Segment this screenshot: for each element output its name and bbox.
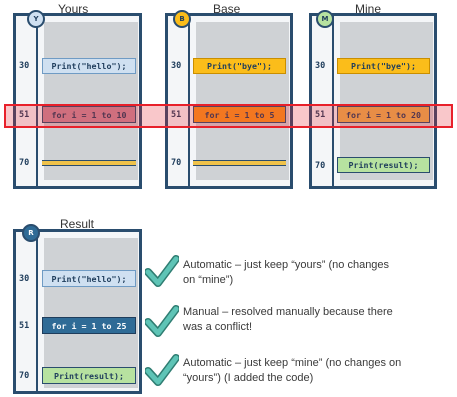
mine-line-30-code: Print("bye"); bbox=[337, 58, 430, 74]
base-line-51-code: for i = 1 to 5 bbox=[193, 106, 286, 123]
check-icon bbox=[145, 354, 179, 386]
mine-line-70-code: Print(result); bbox=[337, 157, 430, 173]
result-line-number-30: 30 bbox=[19, 274, 30, 284]
base-line-number-30: 30 bbox=[171, 61, 182, 71]
yours-badge: Y bbox=[27, 10, 45, 28]
yours-line-number-51: 51 bbox=[19, 110, 30, 120]
yours-line-70-marker bbox=[42, 160, 136, 166]
annotation-line-70: Automatic – just keep “mine” (no changes… bbox=[183, 357, 402, 384]
result-line-number-70: 70 bbox=[19, 371, 30, 381]
yours-unchanged-block bbox=[44, 22, 138, 180]
result-title: Result bbox=[60, 217, 95, 231]
base-line-30-code: Print("bye"); bbox=[193, 58, 286, 74]
mine-unchanged-block bbox=[340, 22, 433, 180]
yours-title: Yours bbox=[58, 2, 89, 16]
yours-line-number-30: 30 bbox=[19, 61, 30, 71]
mine-line-51-code: for i = 1 to 20 bbox=[337, 106, 430, 123]
check-icon bbox=[145, 255, 179, 287]
mine-title: Mine bbox=[355, 2, 382, 16]
base-line-70-marker bbox=[193, 160, 286, 166]
result-gutter bbox=[16, 232, 38, 391]
result-line-30-code: Print("hello"); bbox=[42, 270, 136, 287]
base-unchanged-block bbox=[196, 22, 289, 180]
yours-panel bbox=[13, 13, 142, 189]
check-icon bbox=[145, 305, 179, 337]
annotation-line-51: Manual – resolved manually because there… bbox=[183, 306, 393, 333]
result-badge: R bbox=[22, 224, 40, 242]
annotation-line-30: Automatic – just keep “yours” (no change… bbox=[183, 259, 390, 286]
mine-line-number-51: 51 bbox=[315, 110, 326, 120]
result-panel bbox=[13, 229, 142, 394]
mine-badge: M bbox=[316, 10, 334, 28]
yours-line-30-code: Print("hello"); bbox=[42, 58, 136, 74]
base-badge: B bbox=[173, 10, 191, 28]
yours-line-number-70: 70 bbox=[19, 158, 30, 168]
result-line-number-51: 51 bbox=[19, 321, 30, 331]
mine-line-number-30: 30 bbox=[315, 61, 326, 71]
conflict-band bbox=[4, 104, 453, 128]
mine-line-number-70: 70 bbox=[315, 161, 326, 171]
base-title: Base bbox=[213, 2, 241, 16]
base-line-number-70: 70 bbox=[171, 158, 182, 168]
mine-gutter bbox=[312, 16, 334, 186]
result-unchanged-block bbox=[44, 238, 138, 388]
yours-gutter bbox=[16, 16, 38, 186]
base-panel bbox=[165, 13, 293, 189]
result-line-70-code: Print(result); bbox=[42, 367, 136, 384]
result-line-51-code: for i = 1 to 25 bbox=[42, 317, 136, 334]
yours-line-51-code: for i = 1 to 10 bbox=[42, 106, 136, 123]
base-line-number-51: 51 bbox=[171, 110, 182, 120]
base-gutter bbox=[168, 16, 190, 186]
